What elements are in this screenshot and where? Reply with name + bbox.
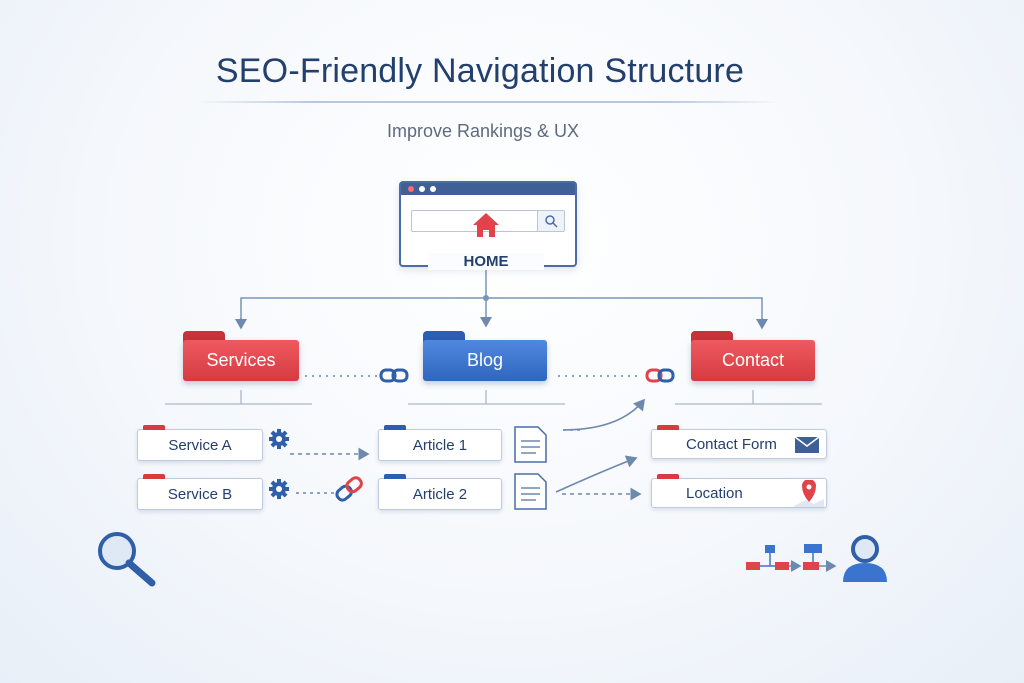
map-pin-icon — [794, 480, 824, 507]
mail-icon — [794, 436, 820, 453]
page-card-service-b[interactable]: Service B — [137, 474, 263, 510]
home-browser-window[interactable] — [399, 181, 577, 267]
link-icon — [645, 368, 675, 383]
browser-titlebar — [401, 183, 575, 195]
page-label: Location — [686, 484, 743, 502]
title-divider — [195, 101, 780, 103]
card-tab — [143, 474, 165, 479]
card-tab — [143, 425, 165, 430]
link-icon — [335, 476, 363, 502]
page-card-contact-form[interactable]: Contact Form — [651, 425, 827, 459]
window-dot-min — [419, 186, 425, 192]
page-label: Article 1 — [412, 436, 468, 454]
page-label: Service B — [167, 485, 233, 503]
magnifier-icon — [98, 532, 156, 587]
flow-icon — [746, 544, 837, 572]
page-label: Article 2 — [412, 485, 468, 503]
window-dot-max — [430, 186, 436, 192]
page-card-article-2[interactable]: Article 2 — [378, 474, 502, 510]
page-label: Service A — [168, 436, 232, 454]
gear-icon — [269, 479, 289, 499]
card-tab — [657, 425, 679, 430]
card-tab — [384, 474, 406, 479]
folder-label-contact: Contact — [691, 340, 815, 381]
document-icon — [514, 473, 547, 510]
page-title: SEO-Friendly Navigation Structure — [215, 52, 745, 90]
user-icon — [843, 535, 887, 582]
folder-label-services: Services — [183, 340, 299, 381]
gear-icon — [269, 429, 289, 449]
window-dot-close — [408, 186, 414, 192]
page-subtitle: Improve Rankings & UX — [386, 121, 580, 141]
page-card-service-a[interactable]: Service A — [137, 425, 263, 461]
category-underlines — [165, 390, 822, 405]
folder-blog[interactable]: Blog — [423, 331, 547, 381]
card-tab — [384, 425, 406, 430]
tree-connectors — [235, 268, 768, 330]
document-icon — [514, 426, 547, 463]
link-icon — [379, 368, 409, 383]
folder-services[interactable]: Services — [183, 331, 299, 381]
page-card-article-1[interactable]: Article 1 — [378, 425, 502, 461]
page-card-location[interactable]: Location — [651, 474, 827, 508]
page-label: Contact Form — [686, 435, 777, 453]
folder-label-blog: Blog — [423, 340, 547, 381]
search-icon[interactable] — [537, 211, 564, 231]
card-tab — [657, 474, 679, 479]
home-label: HOME — [428, 253, 544, 270]
page-links — [290, 398, 646, 501]
folder-contact[interactable]: Contact — [691, 331, 815, 381]
home-icon — [473, 213, 499, 237]
